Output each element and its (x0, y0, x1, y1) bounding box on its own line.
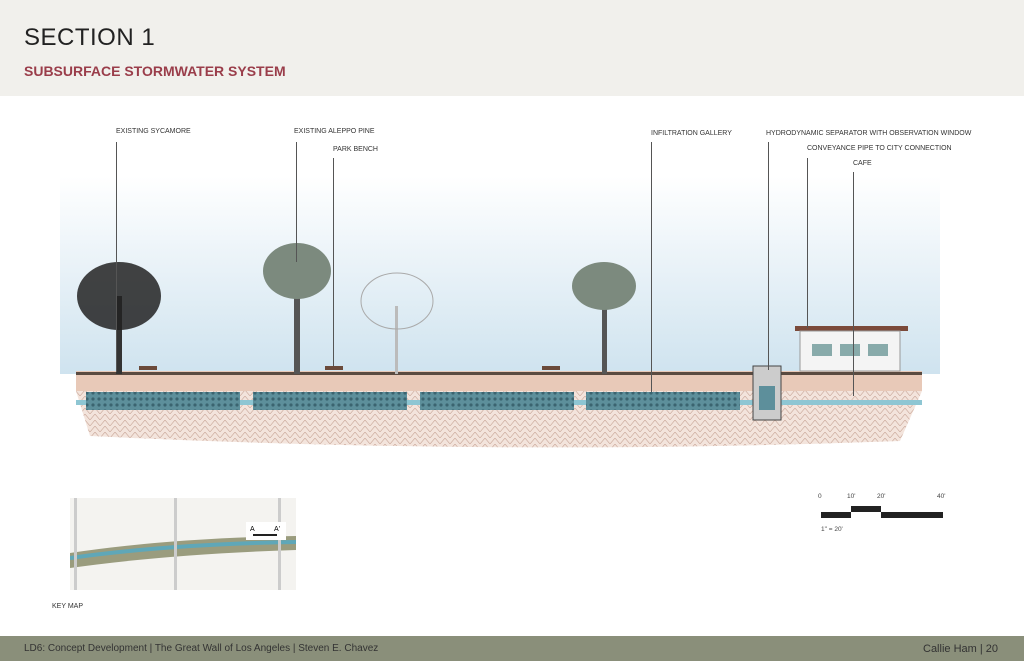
scale-tick: 0 (818, 493, 822, 500)
section-drawing (60, 176, 940, 448)
leader-line (807, 158, 808, 328)
label-cafe: CAFE (853, 160, 872, 167)
label-infiltration-gallery: INFILTRATION GALLERY (651, 130, 732, 137)
footer: LD6: Concept Development | The Great Wal… (0, 636, 1024, 661)
benches (139, 366, 560, 370)
key-map-label: KEY MAP (52, 603, 83, 610)
header-band (0, 0, 1024, 96)
soil-layer (76, 371, 922, 391)
leader-line (116, 142, 117, 372)
keymap-a-prime: A' (274, 526, 280, 533)
hydrodynamic-separator (752, 365, 782, 421)
scale-tick: 40' (937, 493, 946, 500)
label-conveyance-pipe: CONVEYANCE PIPE TO CITY CONNECTION (807, 145, 952, 152)
scale-tick: 10' (847, 493, 856, 500)
scale-tick: 20' (877, 493, 886, 500)
infiltration-gallery (86, 392, 740, 410)
key-map: A A' (70, 498, 296, 590)
page-title: SECTION 1 (24, 24, 156, 51)
label-sycamore: EXISTING SYCAMORE (116, 128, 191, 135)
leader-line (333, 158, 334, 366)
sky (60, 176, 940, 374)
cafe-building (795, 326, 908, 372)
label-separator: HYDRODYNAMIC SEPARATOR WITH OBSERVATION … (766, 130, 972, 137)
footer-left: LD6: Concept Development | The Great Wal… (24, 643, 379, 654)
label-aleppo-pine: EXISTING ALEPPO PINE (294, 128, 375, 135)
footer-right: Callie Ham | 20 (923, 643, 998, 655)
scale-ratio: 1" = 20' (821, 526, 843, 533)
label-park-bench: PARK BENCH (333, 146, 378, 153)
keymap-a: A (250, 526, 255, 533)
leader-line (853, 172, 854, 396)
leader-line (768, 142, 769, 370)
leader-line (296, 142, 297, 262)
page-subtitle: SUBSURFACE STORMWATER SYSTEM (24, 63, 286, 79)
leader-line (651, 142, 652, 392)
trees (77, 243, 636, 374)
